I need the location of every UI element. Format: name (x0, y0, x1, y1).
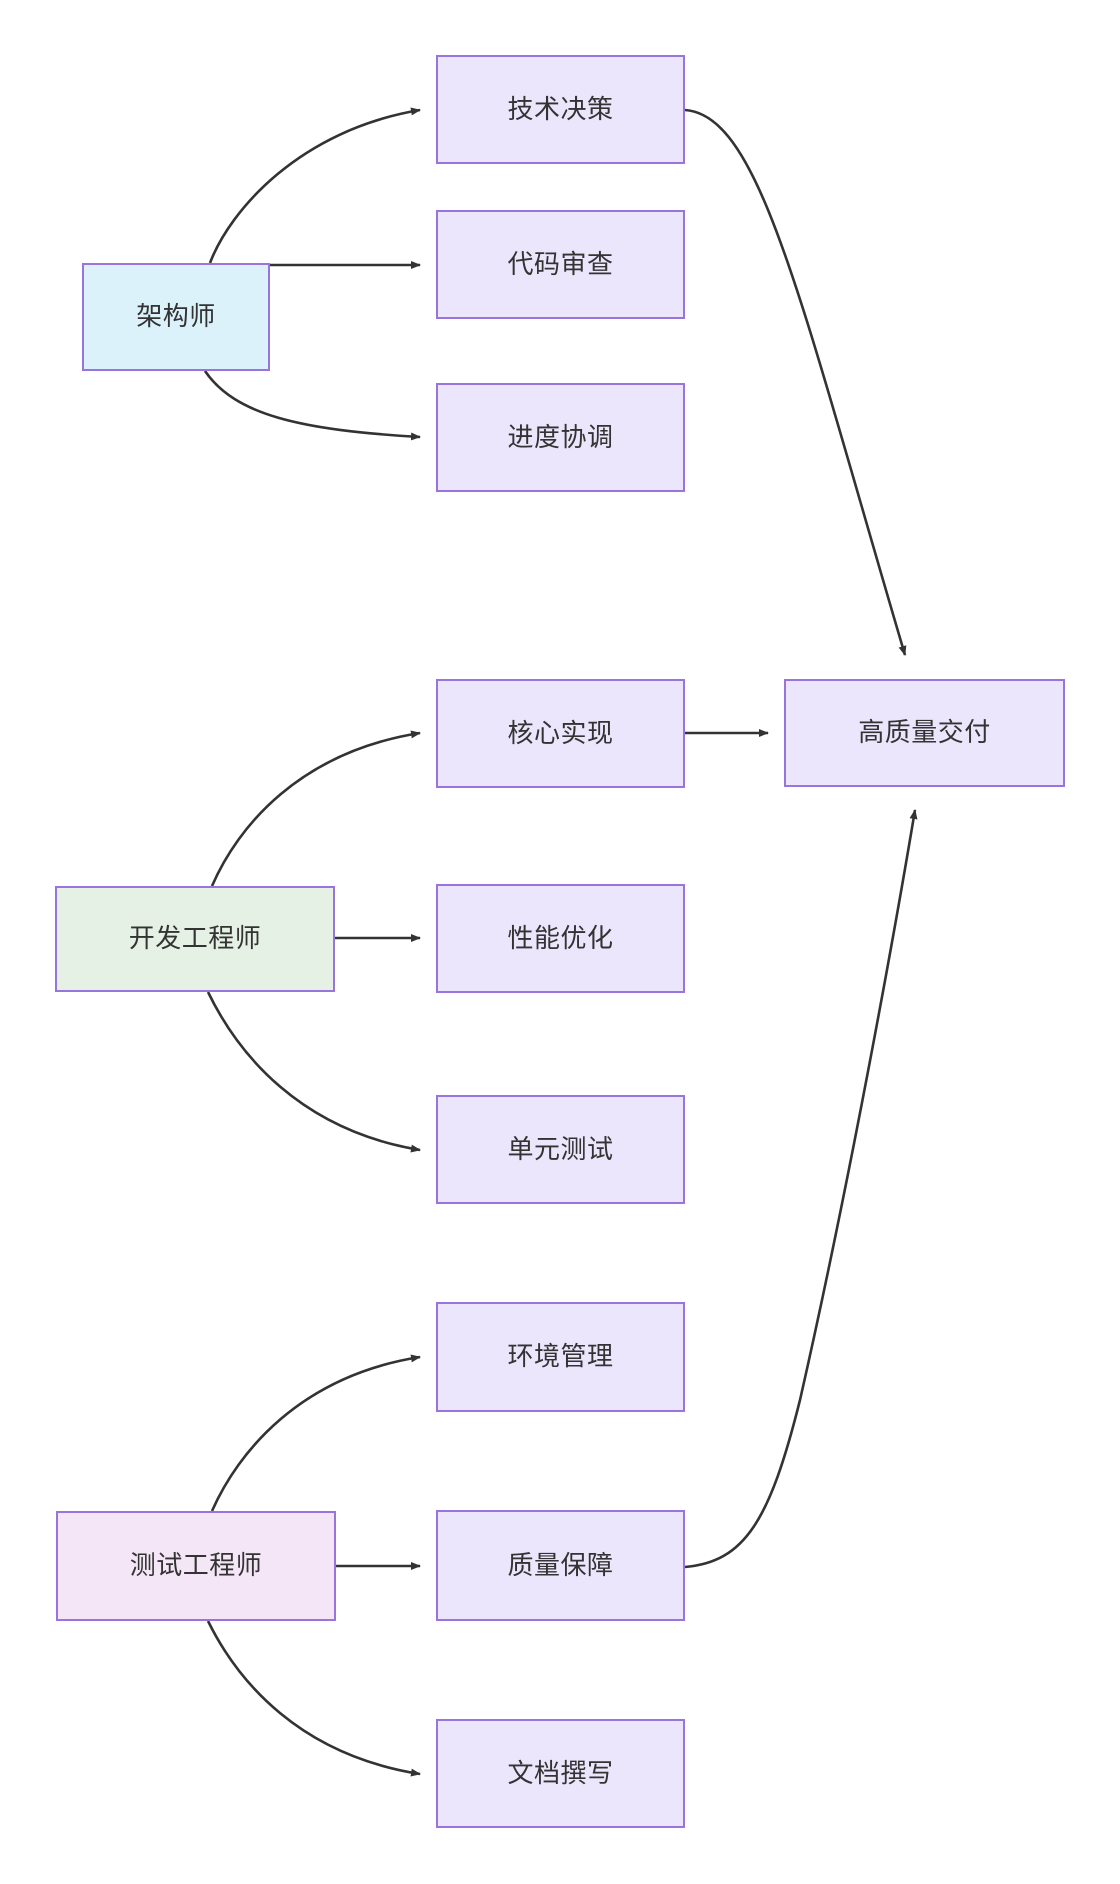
node-high-quality-delivery[interactable]: 高质量交付 (784, 679, 1065, 787)
node-label: 进度协调 (507, 421, 614, 452)
edge-qa-to-doc (206, 1620, 421, 1777)
node-label: 开发工程师 (128, 923, 262, 954)
node-environment-management[interactable]: 环境管理 (436, 1302, 685, 1412)
edge-dev-to-unit (206, 991, 421, 1153)
node-quality-assurance[interactable]: 质量保障 (436, 1510, 685, 1621)
node-core-implementation[interactable]: 核心实现 (436, 679, 685, 788)
node-label: 性能优化 (507, 922, 614, 953)
node-tech-decision[interactable]: 技术决策 (436, 55, 685, 164)
edge-arch-to-tech (208, 107, 421, 264)
node-code-review[interactable]: 代码审查 (436, 210, 685, 319)
edge-qa-to-env (210, 1354, 421, 1512)
node-label: 文档撰写 (507, 1757, 614, 1788)
edge-tech-to-delivery (684, 108, 907, 656)
node-label: 核心实现 (507, 717, 614, 748)
node-documentation[interactable]: 文档撰写 (436, 1719, 685, 1828)
node-unit-test[interactable]: 单元测试 (436, 1095, 685, 1204)
node-schedule-coordination[interactable]: 进度协调 (436, 383, 685, 492)
node-label: 高质量交付 (858, 717, 991, 748)
node-developer[interactable]: 开发工程师 (55, 886, 335, 992)
edge-dev-to-core (210, 730, 421, 887)
node-architect[interactable]: 架构师 (82, 263, 270, 371)
node-test-engineer[interactable]: 测试工程师 (56, 1511, 336, 1621)
node-label: 代码审查 (507, 248, 614, 279)
edge-arch-to-schedule (203, 370, 421, 441)
node-label: 技术决策 (507, 93, 614, 124)
node-label: 架构师 (136, 301, 216, 332)
node-label: 单元测试 (507, 1133, 614, 1164)
node-label: 测试工程师 (129, 1550, 263, 1581)
node-performance-optimization[interactable]: 性能优化 (436, 884, 685, 993)
node-label: 环境管理 (507, 1341, 614, 1372)
edge-quality-to-delivery (684, 809, 918, 1569)
node-label: 质量保障 (507, 1549, 614, 1580)
